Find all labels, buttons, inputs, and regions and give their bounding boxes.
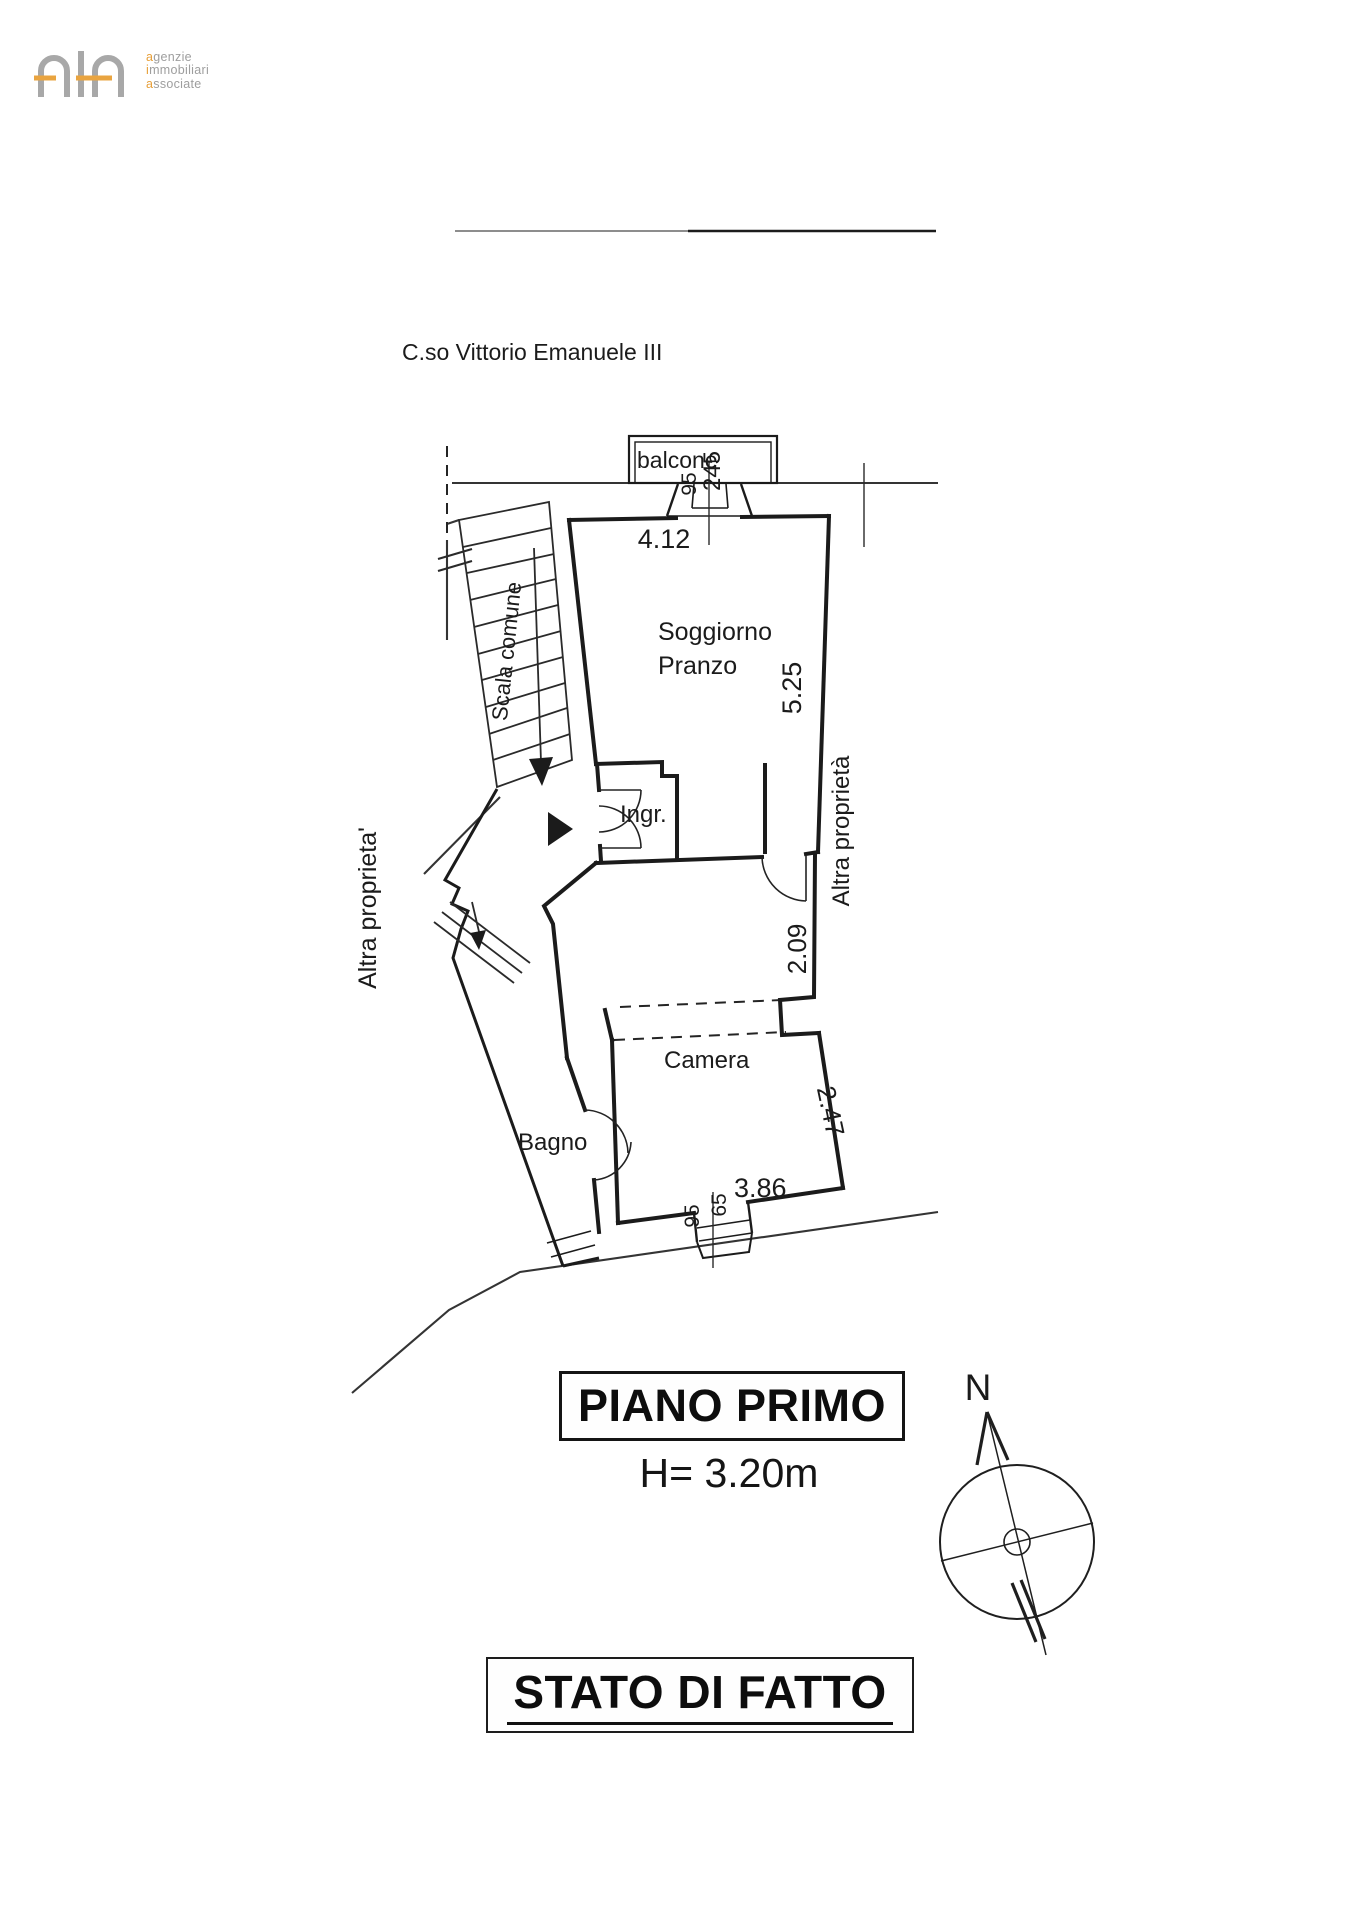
compass-cross-line <box>940 1522 1094 1562</box>
soggiorno-top-wall-left <box>566 515 679 523</box>
balcone-label: balcone <box>637 447 718 473</box>
camera-bottom-wall-left <box>615 1210 697 1226</box>
agency-logo-icon <box>34 51 124 97</box>
door-arcs <box>584 789 807 1181</box>
floor-title-box: PIANO PRIMO <box>559 1371 905 1441</box>
neighbor-right-label: Altra proprietà <box>828 755 855 906</box>
bagno-label: Bagno <box>518 1129 587 1156</box>
compass-circle <box>939 1464 1095 1620</box>
logo-arch-right <box>92 55 124 97</box>
bagno-right-wall-top <box>564 1055 588 1113</box>
soggiorno-left-wall <box>566 517 599 767</box>
bagno-right-wall-bottom <box>591 1177 602 1235</box>
stairs-arrowhead <box>529 757 553 786</box>
ingresso-label: Ingr. <box>620 801 667 828</box>
bagno-window <box>546 1230 592 1244</box>
entry-door-arc-bottom <box>598 805 642 849</box>
compass-north-label: N <box>965 1367 992 1408</box>
stairs-outline <box>457 500 573 789</box>
soggiorno-label-line1: Soggiorno <box>658 618 772 646</box>
arrowheads <box>470 757 573 950</box>
balcone-depth-dim: 95 <box>678 472 701 495</box>
bagno-door-arc-bottom <box>593 1141 632 1181</box>
entrance-marker-triangle <box>548 812 573 846</box>
dashed-lines <box>446 446 787 1041</box>
soggiorno-length-dim: 5.25 <box>777 662 807 715</box>
stairs-direction-line <box>533 547 542 763</box>
stairs-label: Scala comune <box>487 581 526 722</box>
camera-bottom-wall-right <box>745 1185 846 1205</box>
soggiorno-right-wall <box>815 513 832 855</box>
status-title-box: STATO DI FATTO <box>486 1657 914 1733</box>
corridor-wall <box>541 860 599 1061</box>
west-boundary-wall <box>442 788 565 1267</box>
outer-boundary-walls <box>442 788 753 1268</box>
camera-right-wall <box>816 1030 846 1191</box>
door-depth-dim: 95 <box>681 1204 704 1227</box>
opening-dashed-top <box>619 999 783 1008</box>
door-width-dim: 65 <box>708 1193 731 1216</box>
apartment-walls <box>541 513 846 1235</box>
dimension-lines <box>708 462 865 1268</box>
door-jambs <box>665 483 754 1243</box>
site-boundary-lines <box>351 481 939 1394</box>
disimpegno-dim: 2.09 <box>782 924 812 975</box>
camera-side-dim: 2.47 <box>811 1083 851 1139</box>
street-label: C.so Vittorio Emanuele III <box>402 339 662 365</box>
camera-width-dim: 3.86 <box>734 1173 787 1203</box>
balcone-outline <box>627 434 779 485</box>
soggiorno-label-line2: Pranzo <box>658 652 737 680</box>
balcone-width-dim: 245 <box>699 451 726 491</box>
compass <box>939 1411 1095 1656</box>
camera-left-wall <box>609 1037 621 1226</box>
ceiling-height-label: H= 3.20m <box>639 1450 819 1496</box>
compass-hub <box>1003 1528 1031 1556</box>
soggiorno-top-wall-right <box>739 513 832 520</box>
logo-line-2: immobiliari <box>146 63 210 78</box>
staircase <box>433 500 573 984</box>
landing-arrowhead <box>470 930 486 950</box>
logo-line-1: agenzie <box>146 49 192 64</box>
plan-labels: C.so Vittorio Emanuele III balcone 95 24… <box>354 339 991 1408</box>
compass-south-ticks <box>1010 1582 1038 1643</box>
agency-logo-text: agenzie immobiliari associate <box>146 49 210 92</box>
ingresso-top-wall <box>593 759 679 778</box>
opening-dashed-bottom <box>613 1031 787 1041</box>
logo-arch-left <box>38 55 70 97</box>
bagno-door-arc-top <box>584 1109 629 1154</box>
bagno-bottom-wall <box>562 1256 600 1268</box>
status-title: STATO DI FATTO <box>507 1665 893 1725</box>
disimpegno-door-arc <box>761 856 807 902</box>
soggiorno-width-dim: 4.12 <box>638 524 691 554</box>
camera-door-stub <box>696 1232 753 1260</box>
camera-door-sill <box>696 1219 751 1229</box>
disimpegno-right-wall <box>777 851 822 1038</box>
neighbor-left-label: Altra proprieta' <box>354 827 382 989</box>
agency-logo: agenzie immobiliari associate <box>34 40 209 102</box>
entry-door-arc-top <box>598 789 642 833</box>
stairs-break-mark <box>437 547 473 561</box>
floor-title: PIANO PRIMO <box>577 1380 887 1431</box>
lower-boundary-line <box>351 1210 939 1394</box>
camera-label: Camera <box>664 1047 750 1074</box>
logo-line-3: associate <box>146 76 202 91</box>
